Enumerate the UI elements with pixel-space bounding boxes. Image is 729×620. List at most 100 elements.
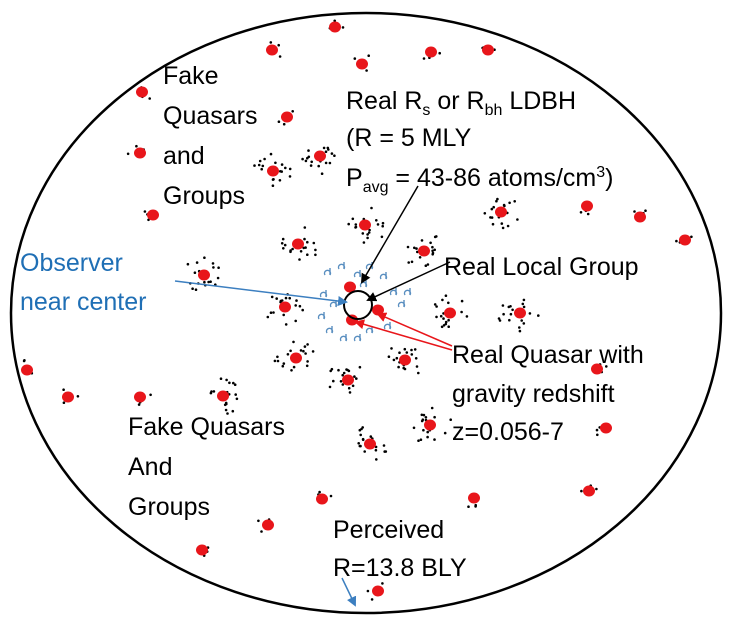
galaxy-dot [260, 530, 263, 533]
galaxy-dot [326, 146, 330, 150]
galaxy-dot [367, 54, 371, 57]
galaxy-dot [260, 167, 264, 171]
galaxy-dot [306, 343, 309, 346]
galaxy-dot [381, 582, 384, 585]
galaxy-dot [374, 448, 378, 452]
galaxy-dot [537, 314, 540, 317]
galaxy-dot [62, 401, 66, 405]
galaxy-dot [282, 247, 285, 250]
galaxy-dot [366, 236, 369, 240]
quasar-dot [581, 200, 593, 212]
galaxy-dot [330, 152, 334, 155]
galaxy-dot [415, 365, 419, 368]
galaxy-dot [263, 157, 266, 161]
galaxy-dot [518, 326, 521, 329]
galaxy-dot [426, 263, 430, 266]
real-rs-line3: Pavg = 43-86 atoms/cm3) [346, 164, 613, 196]
real-rs-line2: (R = 5 MLY [346, 124, 472, 152]
galaxy-dot [500, 222, 504, 225]
galaxy-dot [283, 243, 287, 247]
galaxy-dot [433, 248, 437, 252]
galaxy-dot [361, 426, 365, 429]
galaxy-dot [269, 311, 273, 315]
galaxy-dot [284, 166, 287, 170]
galaxy-dot [365, 69, 368, 72]
quasar-dot [292, 238, 304, 250]
galaxy-dot [474, 505, 477, 508]
quasar-dot [444, 307, 456, 319]
galaxy-dot [288, 296, 292, 300]
galaxy-dot [447, 301, 450, 305]
local-galaxy-hook [359, 280, 368, 288]
galaxy-dot [303, 226, 307, 229]
galaxy-dot [579, 211, 583, 214]
galaxy-dot [306, 253, 309, 256]
galaxy-dot [509, 312, 513, 316]
galaxy-dot [501, 304, 505, 307]
galaxy-dot [358, 365, 362, 369]
galaxy-dot [186, 262, 190, 266]
galaxy-dot [203, 256, 206, 260]
local-galaxy-hook [389, 288, 398, 296]
galaxy-dot [318, 490, 321, 494]
local-black-hole [343, 290, 373, 320]
galaxy-dot [281, 364, 285, 368]
galaxy-dot [210, 390, 213, 393]
galaxy-dot [420, 239, 424, 242]
galaxy-dot [309, 164, 313, 167]
galaxy-dot [438, 51, 442, 55]
galaxy-dot [516, 218, 519, 221]
galaxy-dot [277, 120, 281, 123]
galaxy-dot [421, 418, 425, 422]
galaxy-dot [439, 314, 443, 318]
galaxy-dot [280, 242, 284, 245]
galaxy-dot [211, 262, 215, 265]
galaxy-dot [306, 156, 309, 160]
local-galaxy-hook [325, 326, 334, 334]
galaxy-dot [231, 409, 235, 413]
galaxy-dot [366, 589, 370, 593]
fake-top-line1: Fake [163, 62, 219, 90]
galaxy-dot [258, 159, 262, 163]
galaxy-dot [430, 406, 434, 410]
galaxy-dot [348, 391, 352, 394]
galaxy-dot [410, 348, 413, 352]
galaxy-dot [312, 241, 316, 245]
galaxy-dot [441, 298, 444, 302]
galaxy-dot [513, 200, 516, 203]
galaxy-dot [395, 356, 399, 360]
quasar-dot [147, 209, 159, 221]
galaxy-dot [314, 248, 317, 252]
quasar-dot [372, 585, 384, 597]
galaxy-dot [303, 345, 307, 348]
galaxy-dot [501, 226, 505, 230]
galaxy-dot [370, 206, 373, 210]
quasar-dot [217, 390, 229, 402]
galaxy-dot [294, 319, 298, 323]
galaxy-dot [226, 412, 229, 415]
galaxy-dot [521, 302, 525, 306]
galaxy-dot [143, 210, 147, 213]
galaxy-dot [304, 352, 307, 355]
arrow-local-group [366, 261, 451, 302]
galaxy-dot [435, 315, 438, 319]
galaxy-dot [410, 260, 414, 264]
galaxy-dot [596, 433, 599, 437]
quasar-dot [290, 352, 302, 364]
galaxy-dot [633, 210, 636, 213]
quasar-dot [600, 422, 612, 434]
galaxy-dot [149, 393, 152, 397]
galaxy-dot [595, 428, 599, 432]
galaxy-dot [380, 235, 384, 239]
galaxy-dot [332, 379, 335, 383]
quasar-dot [279, 301, 291, 313]
galaxy-dot [135, 144, 138, 148]
galaxy-dot [232, 381, 235, 385]
galaxy-dot [320, 172, 324, 175]
galaxy-dot [361, 232, 365, 235]
galaxy-dot [397, 365, 400, 369]
galaxy-dot [403, 347, 407, 351]
galaxy-dot [431, 251, 435, 255]
galaxy-dot [506, 224, 510, 228]
galaxy-dot [675, 239, 678, 243]
